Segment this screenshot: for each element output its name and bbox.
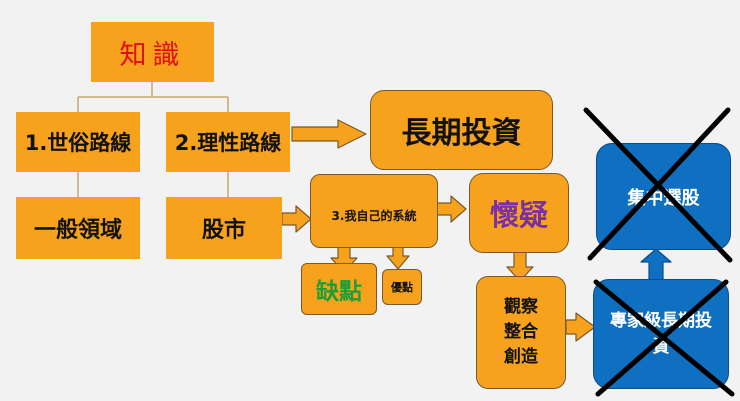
long-term-investing-label: 長期投資 [401,116,522,151]
own-system-label: 3.我自己的系統 [331,209,417,223]
knowledge-box: 知識 [91,22,214,82]
create-label: 創造 [504,347,538,367]
arrow-stock-to-system [281,205,312,233]
rational-route-box: 2.理性路線 [166,112,290,172]
knowledge-label: 知識 [119,39,186,71]
observe-label: 觀察 [504,297,538,317]
arrow-observe-to-expert [565,312,596,342]
long-term-investing-box: 長期投資 [370,90,553,170]
doubt-label: 懷疑 [489,198,548,232]
general-field-box: 一般領域 [16,197,140,259]
arrow-rational-to-longterm [291,119,367,149]
worldly-route-label: 1.世俗路線 [24,131,132,155]
integrate-label: 整合 [504,322,538,342]
arrow-system-to-doubt [436,195,467,223]
strengths-box: 優點 [382,269,422,305]
rational-route-label: 2.理性路線 [174,131,282,155]
worldly-route-box: 1.世俗路線 [16,112,140,172]
crossout-upper-stroke-2 [587,107,731,261]
own-system-box: 3.我自己的系統 [310,174,438,248]
concentrated-stock-picking-box: 集中選股 [596,143,731,250]
concentrated-stock-picking-label: 集中選股 [627,187,700,209]
strengths-label: 優點 [391,281,413,294]
weaknesses-label: 缺點 [316,279,362,305]
crossout-lower-stroke-2 [595,279,729,397]
arrow-doubt-to-observe [506,251,534,282]
doubt-box: 懷疑 [469,173,569,253]
general-field-label: 一般領域 [33,218,122,243]
stock-market-box: 股市 [166,197,282,259]
stock-market-label: 股市 [201,218,246,243]
weaknesses-box: 缺點 [301,263,377,315]
arrow-expert-to-concentrated [640,248,672,281]
observe-integrate-create-box: 觀察 整合 創造 [476,276,566,389]
